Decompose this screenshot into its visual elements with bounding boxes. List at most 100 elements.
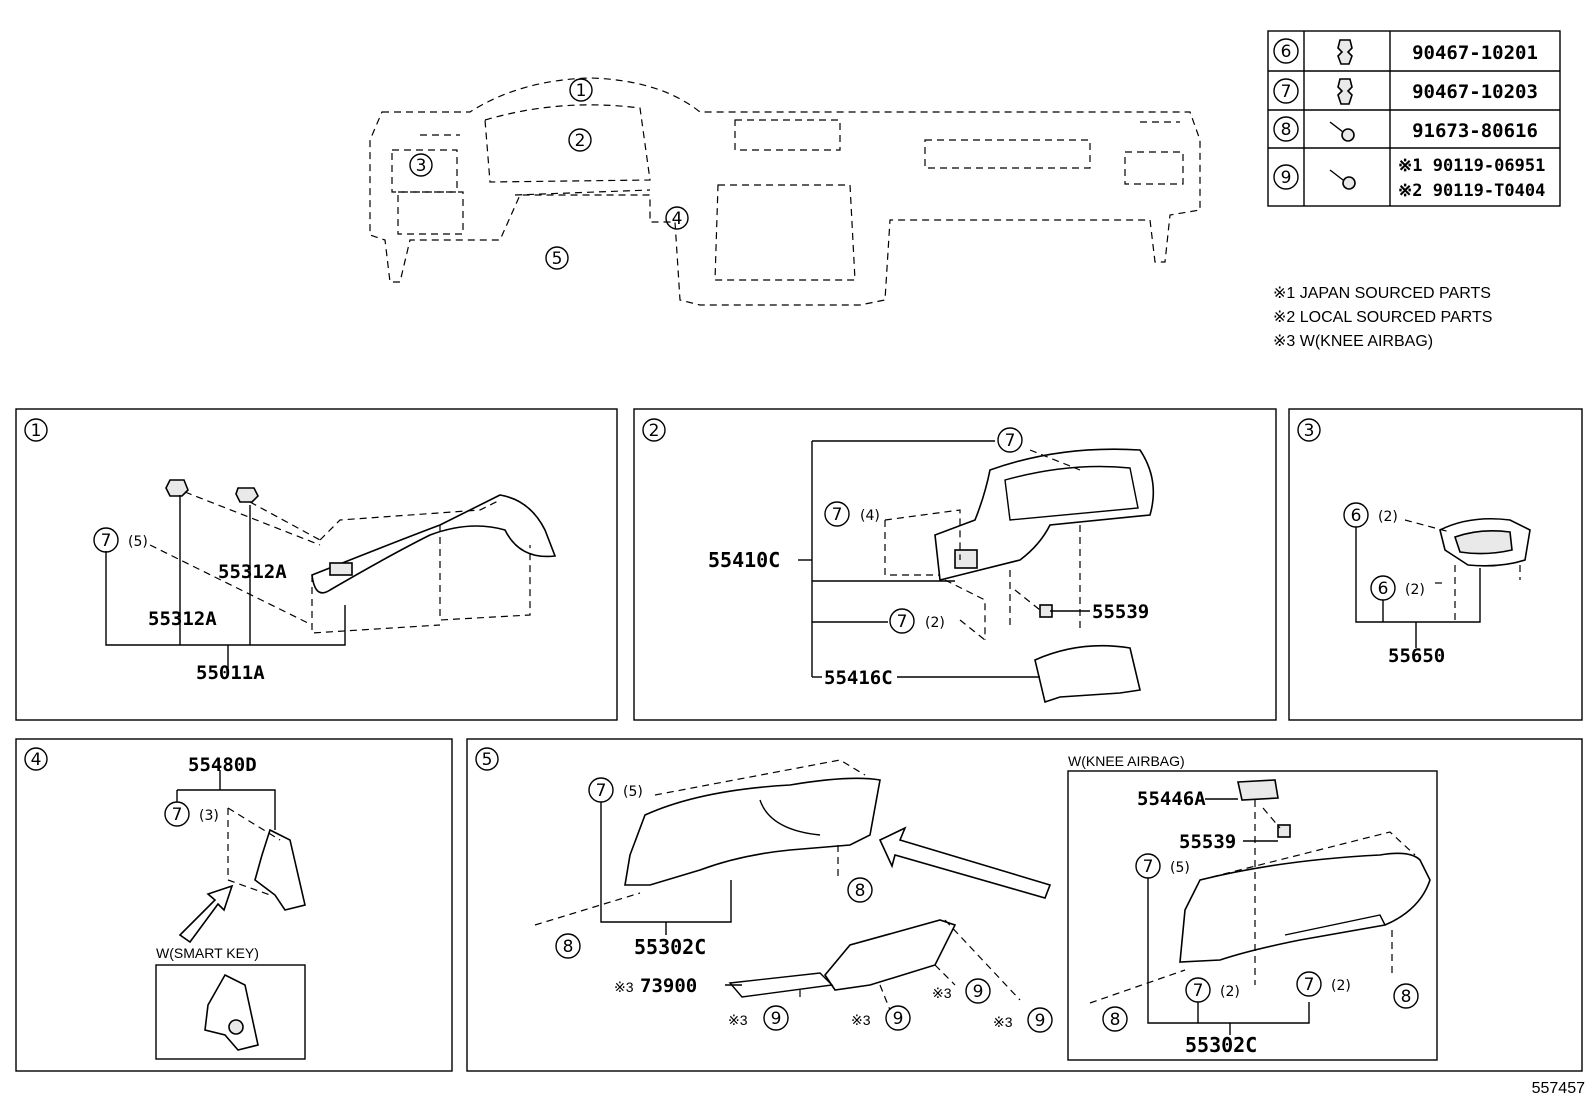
svg-text:9: 9 [771, 1009, 782, 1029]
svg-text:55539: 55539 [1092, 601, 1149, 623]
svg-text:55416C: 55416C [824, 667, 893, 689]
legend-row-8: 8 91673-80616 [1273, 116, 1538, 142]
svg-text:6: 6 [1281, 42, 1292, 62]
svg-text:2: 2 [575, 131, 586, 151]
svg-text:4: 4 [31, 750, 42, 770]
svg-text:(2): (2) [1220, 984, 1240, 1000]
svg-text:7: 7 [897, 612, 908, 632]
svg-text:55539: 55539 [1179, 831, 1236, 853]
svg-text:8: 8 [1401, 987, 1412, 1007]
svg-text:7: 7 [172, 805, 183, 825]
svg-text:4: 4 [672, 209, 683, 229]
svg-text:※3: ※3 [993, 1014, 1013, 1030]
svg-text:※3 W(KNEE AIRBAG): ※3 W(KNEE AIRBAG) [1273, 333, 1433, 350]
svg-text:(5): (5) [623, 784, 643, 800]
clip-icon [1337, 39, 1353, 65]
lower-finish-panel-part [624, 777, 881, 886]
svg-text:7: 7 [1143, 857, 1154, 877]
svg-text:9: 9 [893, 1009, 904, 1029]
svg-text:5: 5 [552, 249, 563, 269]
svg-text:55446A: 55446A [1137, 788, 1206, 810]
panel-5: 5 7 (5) 8 8 55302C ※3 73900 ※3 [466, 738, 1583, 1072]
svg-text:90467-10201: 90467-10201 [1412, 42, 1538, 64]
svg-text:3: 3 [416, 156, 427, 176]
svg-text:※3: ※3 [851, 1012, 871, 1028]
smart-key-bezel-part [204, 973, 259, 1051]
knee-lower-panel-part [1179, 852, 1431, 963]
svg-text:(5): (5) [128, 534, 148, 550]
svg-text:※3: ※3 [932, 985, 952, 1001]
svg-text:※3: ※3 [614, 979, 634, 995]
svg-text:5: 5 [482, 750, 493, 770]
svg-text:7: 7 [1005, 431, 1016, 451]
legend-table: 6 90467-10201 7 90467-10203 8 91673-8061… [1267, 30, 1561, 207]
svg-text:55302C: 55302C [634, 935, 706, 959]
svg-text:(2): (2) [925, 615, 945, 631]
svg-text:8: 8 [1281, 120, 1292, 140]
svg-text:55312A: 55312A [218, 561, 287, 583]
svg-text:7: 7 [101, 531, 112, 551]
instrument-panel-overview: 1 2 3 4 5 [369, 77, 1201, 306]
screw-icon [1329, 121, 1355, 142]
overview-callout-3: 3 [409, 153, 433, 177]
svg-text:6: 6 [1378, 579, 1389, 599]
meter-hood-part [934, 448, 1155, 581]
legend-row-6: 6 90467-10201 [1273, 38, 1538, 65]
knee-airbag-bracket-part [728, 919, 957, 998]
svg-text:W(SMART KEY): W(SMART KEY) [156, 945, 259, 961]
svg-text:7: 7 [832, 505, 843, 525]
svg-text:8: 8 [563, 937, 574, 957]
svg-text:55011A: 55011A [196, 662, 265, 684]
panel-2: 2 7 7 (4) 7 (2) [633, 408, 1277, 721]
figure-id: 557457 [1532, 1080, 1585, 1097]
svg-text:1: 1 [31, 421, 42, 441]
legend-row-9: 9 ※1 90119-06951 ※2 90119-T0404 [1273, 156, 1545, 201]
panel-3: 3 6 (2) 6 (2) 55650 [1288, 408, 1583, 721]
svg-text:※3: ※3 [728, 1012, 748, 1028]
svg-text:55410C: 55410C [708, 548, 780, 572]
svg-text:55312A: 55312A [148, 608, 217, 630]
svg-text:7: 7 [1193, 981, 1204, 1001]
svg-text:2: 2 [649, 421, 660, 441]
svg-text:W(KNEE AIRBAG): W(KNEE AIRBAG) [1068, 753, 1185, 769]
svg-text:(2): (2) [1405, 582, 1425, 598]
lower-panel-part [1034, 644, 1141, 704]
svg-text:※1 JAPAN SOURCED PARTS: ※1 JAPAN SOURCED PARTS [1273, 285, 1491, 302]
svg-text:3: 3 [1304, 421, 1315, 441]
svg-text:7: 7 [1281, 82, 1292, 102]
switch-bezel-part [254, 828, 306, 911]
arrow-icon [878, 826, 1052, 899]
svg-text:8: 8 [855, 881, 866, 901]
svg-text:6: 6 [1351, 506, 1362, 526]
svg-text:55650: 55650 [1388, 645, 1445, 667]
svg-text:90467-10203: 90467-10203 [1412, 81, 1538, 103]
svg-text:(2): (2) [1331, 978, 1351, 994]
side-register-part [1439, 517, 1531, 567]
legend-row-7: 7 90467-10203 [1273, 78, 1538, 105]
svg-text:※2 90119-T0404: ※2 90119-T0404 [1398, 181, 1545, 201]
svg-text:(2): (2) [1378, 509, 1398, 525]
svg-text:(3): (3) [199, 808, 219, 824]
svg-text:※2 LOCAL SOURCED PARTS: ※2 LOCAL SOURCED PARTS [1273, 309, 1492, 326]
overview-callout-1: 1 [569, 78, 593, 102]
overview-callout-4: 4 [665, 206, 689, 230]
notes: ※1 JAPAN SOURCED PARTS ※2 LOCAL SOURCED … [1273, 285, 1492, 350]
svg-text:8: 8 [1110, 1010, 1121, 1030]
svg-text:7: 7 [596, 781, 607, 801]
svg-text:9: 9 [1035, 1011, 1046, 1031]
lower-cover-part [311, 494, 557, 594]
clip-icon [1337, 78, 1353, 105]
svg-text:91673-80616: 91673-80616 [1412, 120, 1538, 142]
arrow-icon [178, 884, 234, 944]
knee-switch-part [1237, 779, 1279, 801]
svg-text:55302C: 55302C [1185, 1033, 1257, 1057]
svg-text:7: 7 [1304, 975, 1315, 995]
svg-text:55480D: 55480D [188, 754, 257, 776]
panel-4: 4 55480D 7 (3) W(SMART KEY) [15, 738, 453, 1072]
svg-text:※1 90119-06951: ※1 90119-06951 [1398, 156, 1545, 176]
screw-icon [1329, 169, 1356, 190]
svg-text:(5): (5) [1170, 860, 1190, 876]
knee-airbag-box: W(KNEE AIRBAG) 55446A 55539 [1067, 753, 1438, 1061]
clip-icon [165, 479, 189, 497]
